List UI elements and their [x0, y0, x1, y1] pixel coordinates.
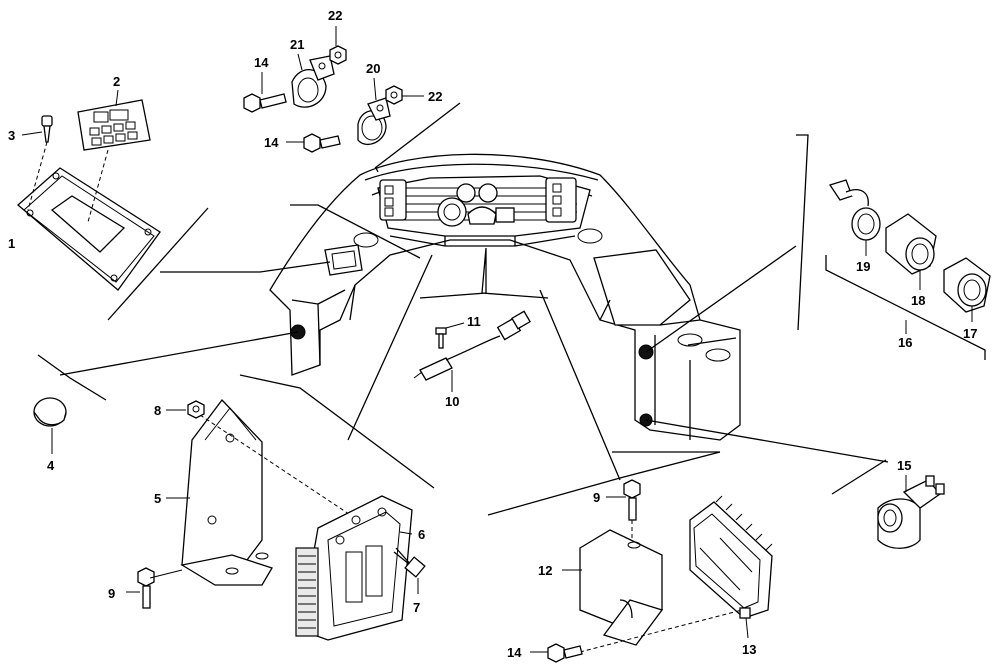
part-8-nut [166, 400, 205, 419]
callout-17: 17 [963, 326, 977, 341]
callout-14-middle: 14 [264, 135, 279, 150]
part-15-switch [877, 475, 945, 549]
callout-20: 20 [366, 61, 380, 76]
part-10-sensor [413, 310, 531, 392]
callout-10: 10 [445, 394, 459, 409]
callout-22-right: 22 [428, 89, 442, 104]
part-6-ecu-module [295, 495, 413, 641]
part-7-bolt [393, 547, 426, 594]
callout-12: 12 [538, 563, 552, 578]
callout-5: 5 [154, 491, 161, 506]
part-12-bracket [562, 529, 664, 646]
part-3-screw [21, 115, 53, 211]
part-14-bolt-bottom [530, 643, 583, 663]
part-9-bolt-left [126, 567, 183, 609]
callout-2: 2 [113, 74, 120, 89]
part-5-bracket [166, 398, 356, 586]
callout-15: 15 [897, 458, 911, 473]
callout-13: 13 [742, 642, 756, 657]
callout-labels: 1 2 3 4 5 6 7 8 9 9 10 11 12 13 14 14 14… [8, 8, 977, 660]
part-20-clamp [357, 77, 391, 145]
callout-18: 18 [911, 293, 925, 308]
part-2-control-panel [77, 89, 151, 151]
callout-8: 8 [154, 403, 161, 418]
part-4-cap [33, 397, 67, 454]
callout-3: 3 [8, 128, 15, 143]
part-13-regulator [579, 495, 773, 653]
callout-16: 16 [898, 335, 912, 350]
callout-1: 1 [8, 236, 15, 251]
part-1-plate [17, 149, 161, 291]
part-21-clamp [291, 53, 335, 108]
part-17-plug [943, 257, 991, 322]
callout-19: 19 [856, 259, 870, 274]
callout-7: 7 [413, 600, 420, 615]
callout-9-left: 9 [108, 586, 115, 601]
callout-6: 6 [418, 527, 425, 542]
leader-lines [37, 102, 986, 516]
dashboard-housing [269, 153, 741, 441]
callout-9-right: 9 [593, 490, 600, 505]
callout-21: 21 [290, 37, 304, 52]
callout-14-top: 14 [254, 55, 269, 70]
part-11-screw [435, 322, 465, 349]
part-18-socket [885, 213, 937, 290]
callout-11: 11 [467, 314, 481, 329]
part-19-socket-housing [828, 179, 881, 256]
part-22-nut-top [329, 26, 347, 65]
part-9-bolt-right [606, 479, 641, 542]
part-14-bolt-middle [286, 133, 341, 153]
callout-4: 4 [47, 458, 55, 473]
part-22-nut-right [385, 85, 424, 105]
part-14-bolt-top [243, 72, 287, 113]
callout-22-top: 22 [328, 8, 342, 23]
callout-14-bottom: 14 [507, 645, 522, 660]
